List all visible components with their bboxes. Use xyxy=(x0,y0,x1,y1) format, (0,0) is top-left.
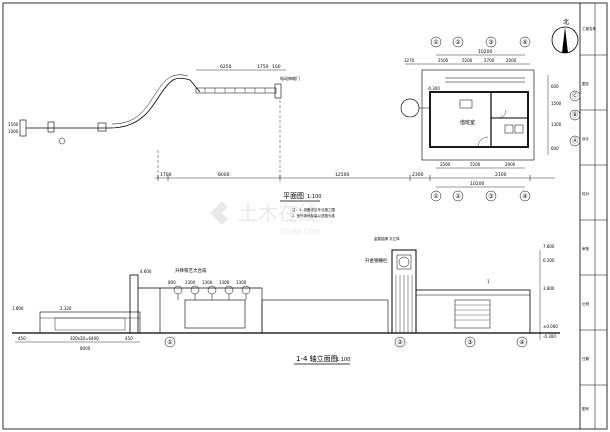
plan-dim-top-2: 100 xyxy=(272,64,281,70)
elev-right-sign: 升金钢栅栏 xyxy=(365,257,388,264)
elev-gate-dim-3: 1300 xyxy=(219,280,230,285)
tb-row-1: 图名 xyxy=(582,81,589,86)
gh-dim-top-3: 2700 xyxy=(484,58,495,63)
elev-level-right-1: 6.200 xyxy=(543,258,555,263)
elev-dim-bottom-2: 450 xyxy=(125,336,133,341)
elev-level-right-3: ±0.000 xyxy=(543,324,558,329)
elev-level-left-2: 2.120 xyxy=(60,306,72,311)
elev-axis-0: ① xyxy=(167,339,172,346)
elevation: 升降铁艺大合扇 升金钢栅栏 金属铭牌 字立体 1 1.800 4.600 2.1… xyxy=(12,236,560,365)
gh-right-dim-3: 600 xyxy=(551,146,559,151)
plan-scale: 1:100 xyxy=(307,194,321,200)
elev-level-right-2: 3.800 xyxy=(543,286,555,291)
tb-row-6: 日期 xyxy=(582,356,590,361)
gh-axis-right-2: Ⓐ xyxy=(572,137,578,145)
gh-dim-top-4: 2000 xyxy=(506,58,517,63)
elev-gate-dim-0: 800 xyxy=(168,280,176,285)
gh-axis-right-0: Ⓒ xyxy=(572,92,578,100)
tb-row-5: 比例 xyxy=(582,301,590,306)
elev-level-left-1: 4.600 xyxy=(140,269,152,274)
gh-axis-bottom-0: ① xyxy=(433,193,438,200)
plan-dim-bottom-2: 12500 xyxy=(335,172,349,178)
plan-left-dim-0: 1000 xyxy=(8,129,19,134)
guardhouse-plan: ① ② ③ ④ 10200 3270 2500 5200 2700 2000 xyxy=(400,36,581,202)
gh-right-dim-0: 600 xyxy=(551,84,559,89)
gh-dim-bottom-0: 2500 xyxy=(440,162,451,167)
elev-gate-sign: 升降铁艺大合扇 xyxy=(175,267,207,274)
gh-room-label: 值班室 xyxy=(460,119,475,126)
plan-note-0: 注：1. 设备详见专业施工图 xyxy=(292,207,335,212)
title-block-text: 工程名称 图名 设计 校对 审核 比例 日期 图号 xyxy=(582,26,596,411)
gh-axis-bottom-2: ③ xyxy=(488,193,493,200)
plan-dim-top-1: 1750 xyxy=(257,64,269,70)
gh-dim-bottom-1: 5200 xyxy=(470,162,481,167)
elev-gate-dim-2: 1300 xyxy=(202,280,213,285)
plan-dim-top-0: 6250 xyxy=(220,64,232,70)
elev-axis-1: ② xyxy=(397,339,403,346)
elev-rail-label: 1 xyxy=(487,279,490,284)
tb-row-3: 校对 xyxy=(582,191,590,196)
tb-row-7: 图号 xyxy=(582,406,590,411)
elev-dim-bottom-0: 450 xyxy=(18,336,26,341)
elev-dim-bottom-3: 8000 xyxy=(80,346,91,351)
plan-dim-bottom-3: 2300 xyxy=(412,172,424,178)
gh-right-dim-1: 1500 xyxy=(551,101,562,106)
gh-axis-bottom-3: ④ xyxy=(522,193,527,200)
gh-dim-top-2: 5200 xyxy=(462,58,473,63)
plan-dim-bottom-0: 1700 xyxy=(160,172,172,178)
elev-level-right-0: 7.800 xyxy=(543,244,555,249)
gh-level: -0.300 xyxy=(427,86,440,91)
tb-row-0: 工程名称 xyxy=(582,26,596,31)
gh-dim-top-0: 3270 xyxy=(404,58,415,63)
gh-axis-top-2: ③ xyxy=(488,39,493,46)
site-plan: 6250 1750 100 电动伸缩门 1000 1500 1700 8000 … xyxy=(8,64,555,218)
elev-gate-dim-1: 1300 xyxy=(185,280,196,285)
watermark-en: COI88.COM xyxy=(280,228,320,236)
elev-top-sign: 金属铭牌 字立体 xyxy=(374,236,400,241)
gh-axis-right-1: Ⓑ xyxy=(572,111,578,119)
gh-dim-bottom-2: 2900 xyxy=(505,162,516,167)
elev-axis-3: ④ xyxy=(519,339,524,346)
north-arrow-icon: 北 xyxy=(551,18,579,54)
plan-road-label: 电动伸缩门 xyxy=(280,75,300,81)
gh-axis-bottom-1: ② xyxy=(455,193,461,200)
elev-level-left-0: 1.800 xyxy=(12,306,24,311)
elev-dim-bottom-1: 320x20=6400 xyxy=(70,336,99,341)
plan-note-1: 2. 室外场地标高以总图为准 xyxy=(292,213,335,218)
elev-scale: 1:100 xyxy=(336,357,350,363)
gh-dim-bottom-total: 10200 xyxy=(470,181,484,187)
gh-dim-top-1: 2500 xyxy=(438,58,449,63)
plan-title: 平面图 xyxy=(283,192,304,200)
elev-level-right-4: -0.300 xyxy=(543,334,556,339)
north-label: 北 xyxy=(563,18,569,26)
gh-axis-top-3: ④ xyxy=(522,39,527,46)
tb-row-2: 设计 xyxy=(582,136,590,141)
plan-left-dim-1: 1500 xyxy=(8,122,19,127)
plan-dim-bottom-4: 2100 xyxy=(495,172,507,178)
elev-axis-2: ③ xyxy=(467,339,472,346)
gh-dim-top-total: 10200 xyxy=(478,49,492,55)
watermark: 土木在线 COI88.COM xyxy=(210,201,320,236)
elev-title: 1-4 轴立面图 xyxy=(296,354,338,363)
plan-dim-bottom-1: 8000 xyxy=(218,172,230,178)
watermark-cn: 土木在线 xyxy=(238,201,318,225)
title-block xyxy=(579,3,607,429)
tb-row-4: 审核 xyxy=(582,246,590,251)
gh-axis-top-1: ② xyxy=(455,39,461,46)
gh-axis-top-0: ① xyxy=(433,39,438,46)
elev-gate-dim-4: 1300 xyxy=(236,280,247,285)
gh-right-dim-2: 1300 xyxy=(551,122,562,127)
